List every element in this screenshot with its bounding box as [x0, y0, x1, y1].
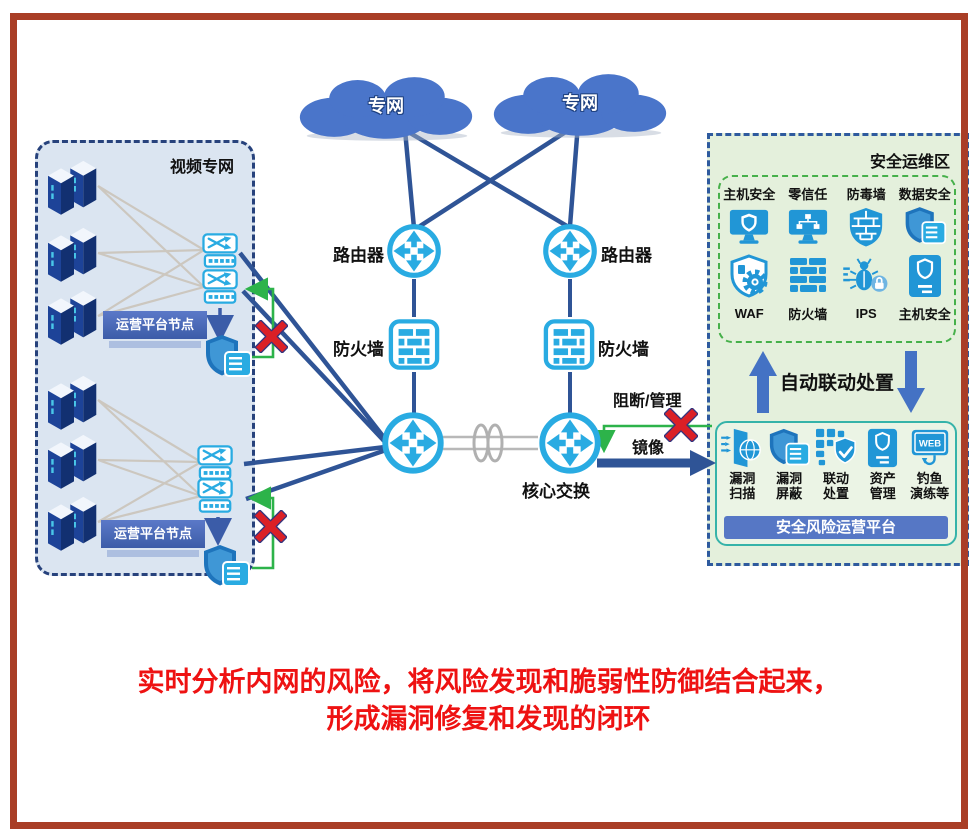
router-icon	[386, 223, 442, 279]
platform-items: 漏洞 扫描 漏洞 屏蔽 联动 处置 资产 管理 WEB	[719, 428, 953, 501]
block-manage-label: 阻断/管理	[613, 393, 682, 410]
access-switch-icon	[197, 478, 235, 514]
protection-label: 主机安全	[723, 186, 776, 202]
caption-line2: 形成漏洞修复和发现的闭环	[326, 704, 651, 734]
platform-item: 漏洞 屏蔽	[766, 428, 812, 501]
server-group-icon	[48, 429, 100, 491]
platform-item-label: 钓鱼 演练等	[910, 471, 950, 501]
mirror-arrow	[597, 450, 716, 476]
platform-item-label: 漏洞 屏蔽	[776, 471, 803, 501]
security-ops-zone: 安全运维区 主机安全 零信任 防毒墙 数据安全 WAF 防火墙 IPS 主机安全…	[707, 133, 969, 566]
platform-item: 漏洞 扫描	[719, 428, 765, 501]
web-icon-text: WEB	[918, 439, 940, 450]
server-switch-mesh-lines	[97, 185, 205, 524]
banner-shadow	[107, 550, 199, 557]
caption-line1: 实时分析内网的风险，将风险发现和脆弱性防御结合起来，	[137, 667, 840, 697]
protection-label: IPS	[855, 305, 877, 321]
protection-label: WAF	[734, 305, 764, 321]
private-network-cloud: 专网	[293, 68, 479, 142]
core-to-access-fan-lines	[238, 251, 388, 502]
protection-grid-box: 主机安全 零信任 防毒墙 数据安全 WAF 防火墙 IPS 主机安全	[718, 175, 956, 343]
firewall-icon	[543, 317, 595, 372]
platform-item: 资产 管理	[860, 428, 906, 501]
router-right-label: 路由器	[601, 246, 652, 265]
ops-platform-node-banner: 运营平台节点	[103, 311, 207, 339]
protection-label: 防毒墙	[846, 186, 886, 202]
cloud-label: 专网	[368, 96, 404, 116]
router-left-label: 路由器	[333, 246, 384, 265]
platform-item: WEB 钓鱼 演练等	[907, 428, 953, 501]
block-x-icon	[664, 408, 698, 442]
platform-item-label: 资产 管理	[869, 471, 896, 501]
security-ops-zone-title: 安全运维区	[869, 154, 950, 171]
router-icon	[542, 223, 598, 279]
firewall-icon	[388, 317, 440, 372]
platform-item: 联动 处置	[813, 428, 859, 501]
cloud-router-lines	[402, 122, 581, 230]
block-x-icon	[254, 510, 287, 543]
core-link-aggregation	[443, 423, 538, 463]
router-firewall-core-lines	[412, 279, 572, 413]
down-block-arrow	[897, 351, 925, 413]
platform-item-label: 漏洞 扫描	[729, 471, 756, 501]
core-switch-icon	[538, 411, 602, 475]
security-agent-icon	[201, 544, 251, 590]
up-block-arrow	[749, 351, 777, 413]
ops-platform-node-banner: 运营平台节点	[101, 520, 205, 548]
platform-item-label: 联动 处置	[822, 471, 849, 501]
green-control-paths	[244, 277, 712, 570]
caption: 实时分析内网的风险，将风险发现和脆弱性防御结合起来， 形成漏洞修复和发现的闭环	[0, 664, 977, 738]
block-x-icon	[255, 320, 288, 353]
switch-to-agent-arrows	[204, 308, 234, 546]
protection-label: 数据安全	[898, 186, 951, 202]
server-group-icon	[48, 285, 100, 347]
protection-label: 主机安全	[898, 306, 951, 322]
protection-label: 防火墙	[788, 306, 828, 322]
access-switch-icon	[202, 233, 240, 269]
private-network-cloud: 专网	[487, 65, 673, 139]
access-switch-icon	[197, 445, 235, 481]
auto-linkage-label: 自动联动处置	[780, 373, 895, 394]
server-group-icon	[48, 491, 100, 553]
security-platform-box: 漏洞 扫描 漏洞 屏蔽 联动 处置 资产 管理 WEB	[715, 421, 957, 546]
server-group-icon	[48, 222, 100, 284]
security-agent-icon	[203, 334, 253, 380]
access-switch-icon	[202, 269, 240, 305]
server-group-icon	[48, 370, 100, 432]
firewall-left-label: 防火墙	[333, 340, 384, 359]
banner-shadow	[109, 341, 201, 348]
auto-linkage-arrows	[749, 351, 925, 413]
core-switch-label: 核心交换	[522, 482, 590, 501]
firewall-right-label: 防火墙	[598, 340, 649, 359]
security-platform-banner: 安全风险运营平台	[724, 516, 948, 539]
mirror-label: 镜像	[632, 440, 665, 457]
video-network-zone-title: 视频专网	[169, 159, 234, 176]
web-phishing-icon: WEB	[911, 429, 948, 466]
protection-label: 零信任	[788, 186, 828, 202]
core-switch-icon	[381, 411, 445, 475]
server-group-icon	[48, 155, 100, 217]
cloud-label: 专网	[562, 93, 598, 113]
